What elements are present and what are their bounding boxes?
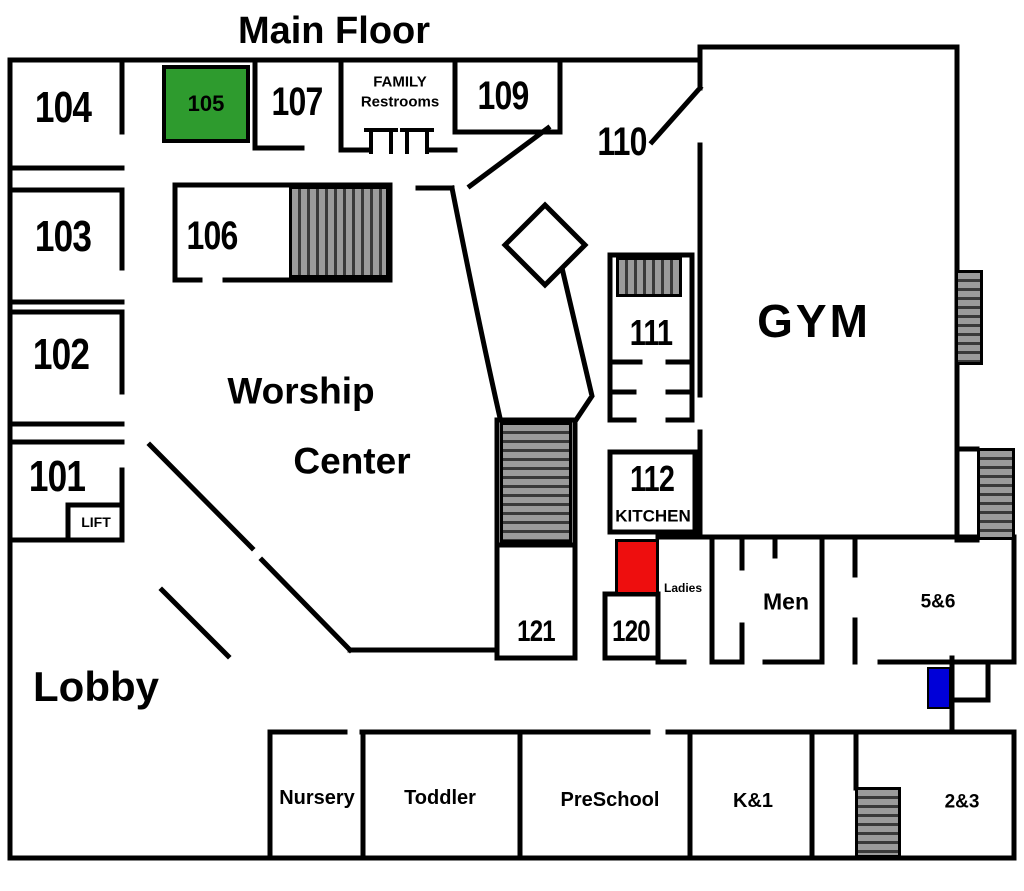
highlight-blue-marker [927,667,951,709]
room-label-5-6: 5&6 [920,591,956,613]
stairs-room-111 [616,257,682,297]
room-label-102: 102 [32,330,90,379]
nursery-label: Nursery [279,787,355,809]
room-label-2-3: 2&3 [944,791,980,813]
room-label-106: 106 [186,214,239,258]
highlight-red-marker [615,539,659,595]
room-label-103: 103 [34,212,92,261]
page-title: Main Floor [237,10,431,52]
worship-center-label-line1: Worship [227,370,375,412]
family-restrooms-label-line1: FAMILY [373,73,427,91]
gym-label: GYM [757,295,871,347]
room-label-109: 109 [477,74,530,118]
mens-restroom-label: Men [763,588,809,615]
lobby-label: Lobby [33,663,159,710]
toddler-label: Toddler [404,787,476,809]
room-label-121: 121 [517,615,555,648]
worship-funnel-wall [449,185,503,421]
lift-label: LIFT [81,514,111,530]
stairs-center [500,422,572,543]
room-label-120: 120 [612,615,650,648]
room-label-112: 112 [629,458,675,499]
family-restrooms-label-line2: Restrooms [360,93,440,111]
preschool-label: PreSchool [560,789,660,811]
stairs-gym-east [955,270,983,365]
stairs-southeast [855,787,901,858]
room-label-111: 111 [629,312,673,353]
diamond-landing [501,201,589,289]
stairs-room-106 [289,186,389,278]
room-label-101: 101 [28,452,86,501]
room-label-107: 107 [271,80,324,124]
kitchen-label: KITCHEN [615,506,691,526]
room-label-105: 105 [187,91,225,116]
room-label-104: 104 [34,83,92,132]
worship-center-label-line2: Center [293,440,411,482]
room-label-k-1: K&1 [732,790,774,812]
room-label-110: 110 [597,120,647,164]
room-105-highlight: 105 [162,65,250,143]
stairs-far-east [977,448,1015,540]
ladies-restroom-label: Ladies [663,581,703,595]
restroom-table-icon [364,128,434,154]
